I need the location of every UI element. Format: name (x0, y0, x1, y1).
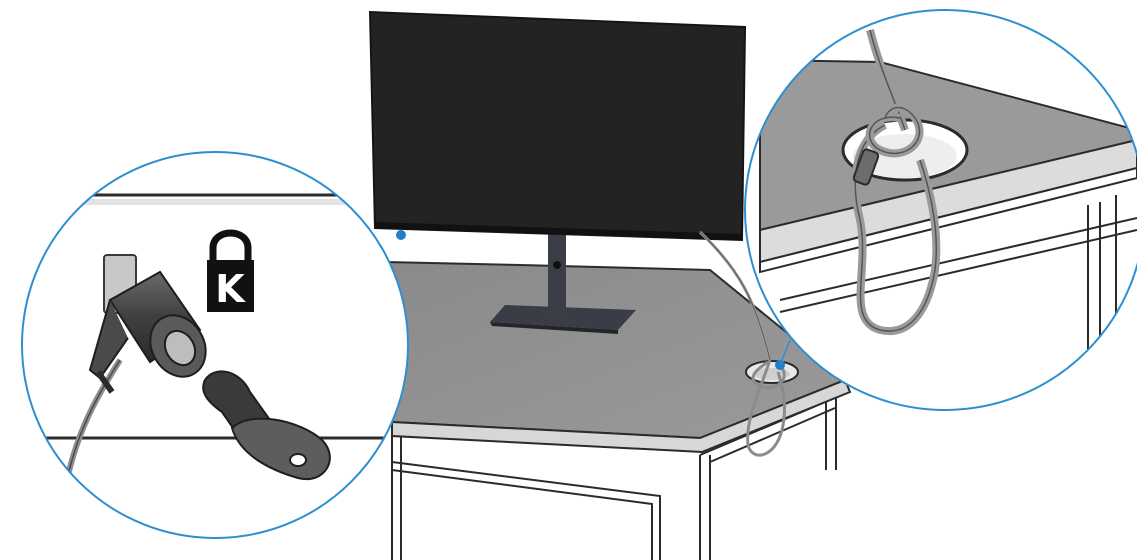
callout-dot-monitor-lock (396, 230, 406, 240)
kensington-lock-letter: K (215, 267, 246, 311)
monitor-screen (370, 12, 745, 240)
lock-detail-callout: K (0, 152, 420, 538)
monitor-stand-neck (548, 222, 566, 320)
